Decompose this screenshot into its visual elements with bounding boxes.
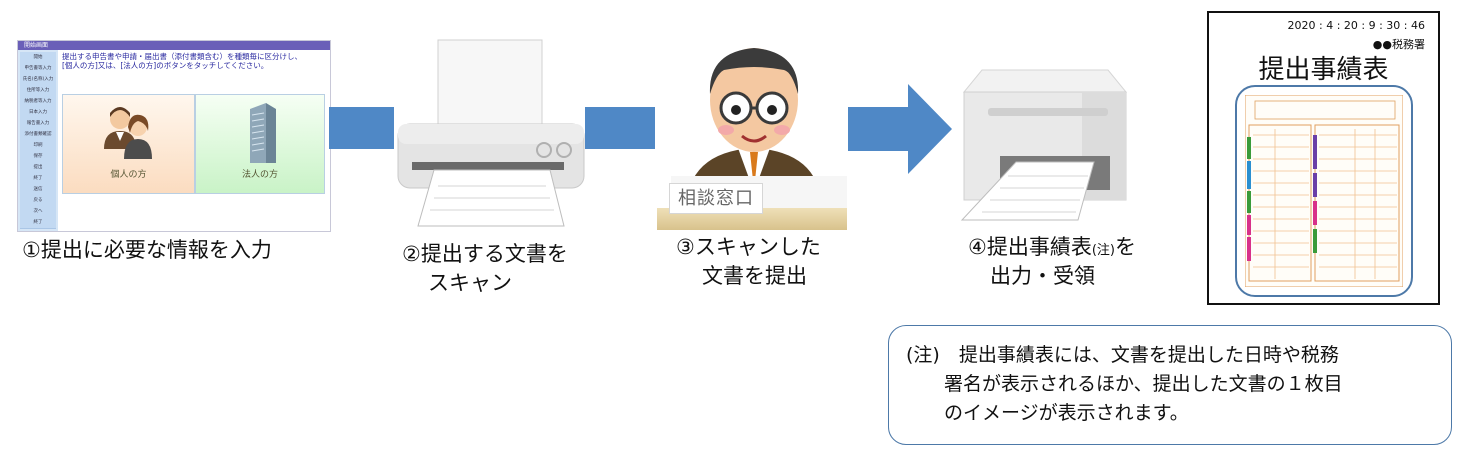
corporation-button: 法人の方 (195, 94, 325, 194)
submission-datetime: 2020 : 4 : 20 : 9 : 30 : 46 (1287, 19, 1425, 32)
output-printer-icon (960, 69, 1128, 221)
screen-sidebar: 開始 申告書等入力 氏名(名称)入力 住所等入力 納税者等入力 日本入力 報告書… (18, 50, 58, 231)
sidebar-item: 終了 (20, 217, 56, 229)
step4-caption-line1: ④提出事績表(注)を (968, 233, 1136, 265)
printer-scanner-icon (397, 39, 585, 227)
tax-office-name: ●●税務署 (1372, 38, 1425, 51)
note-line: のイメージが表示されます。 (944, 402, 1189, 424)
step4-caption-tail: を (1114, 235, 1136, 259)
tax-form-thumbnail (1245, 95, 1403, 287)
step2-caption-line2: スキャン (428, 271, 512, 295)
building-icon (250, 103, 276, 163)
note-box (888, 325, 1452, 445)
arrow-right-icon (848, 84, 952, 174)
people-icon (104, 107, 152, 159)
step4-caption-line2: 出力・受領 (990, 264, 1095, 288)
instruction-line: [個人の方]又は、[法人の方]のボタンをタッチしてください。 (62, 61, 269, 70)
counter-sign: 相談窓口 (669, 183, 763, 214)
note-line: (注) 提出事績表には、文書を提出した日時や税務 (906, 344, 1339, 366)
note-line: 署名が表示されるほか、提出した文書の１枚目 (944, 373, 1343, 395)
step4-caption-main: ④提出事績表 (968, 235, 1092, 259)
individual-label: 個人の方 (110, 170, 147, 180)
screen-instruction: 提出する申告書や申請・届出書（添付書類含む）を種類毎に区分けし、 [個人の方]又… (62, 52, 324, 70)
step3-caption-line1: ③スキャンした (676, 235, 821, 259)
individual-button: 個人の方 (62, 94, 195, 194)
step2-caption-line1: ②提出する文書を (402, 242, 568, 266)
screen-title: 開始画面 (18, 41, 330, 50)
step1-caption: ①提出に必要な情報を入力 (22, 238, 272, 262)
connector-bar (329, 107, 394, 149)
connector-bar (585, 107, 655, 149)
submission-record-sheet: 2020 : 4 : 20 : 9 : 30 : 46 ●●税務署 提出事績表 (1207, 11, 1440, 305)
corporation-label: 法人の方 (241, 170, 278, 180)
step4-caption-note: (注) (1091, 243, 1115, 258)
sheet-title: 提出事績表 (1258, 55, 1389, 85)
document-image-frame (1235, 85, 1413, 297)
input-screen-thumbnail: 開始画面 開始 申告書等入力 氏名(名称)入力 住所等入力 納税者等入力 日本入… (17, 40, 331, 232)
note-text: (注) 提出事績表には、文書を提出した日時や税務 署名が表示されるほか、提出した… (906, 341, 1446, 428)
instruction-line: 提出する申告書や申請・届出書（添付書類含む）を種類毎に区分けし、 (62, 52, 302, 61)
step3-caption-line2: 文書を提出 (702, 264, 807, 288)
